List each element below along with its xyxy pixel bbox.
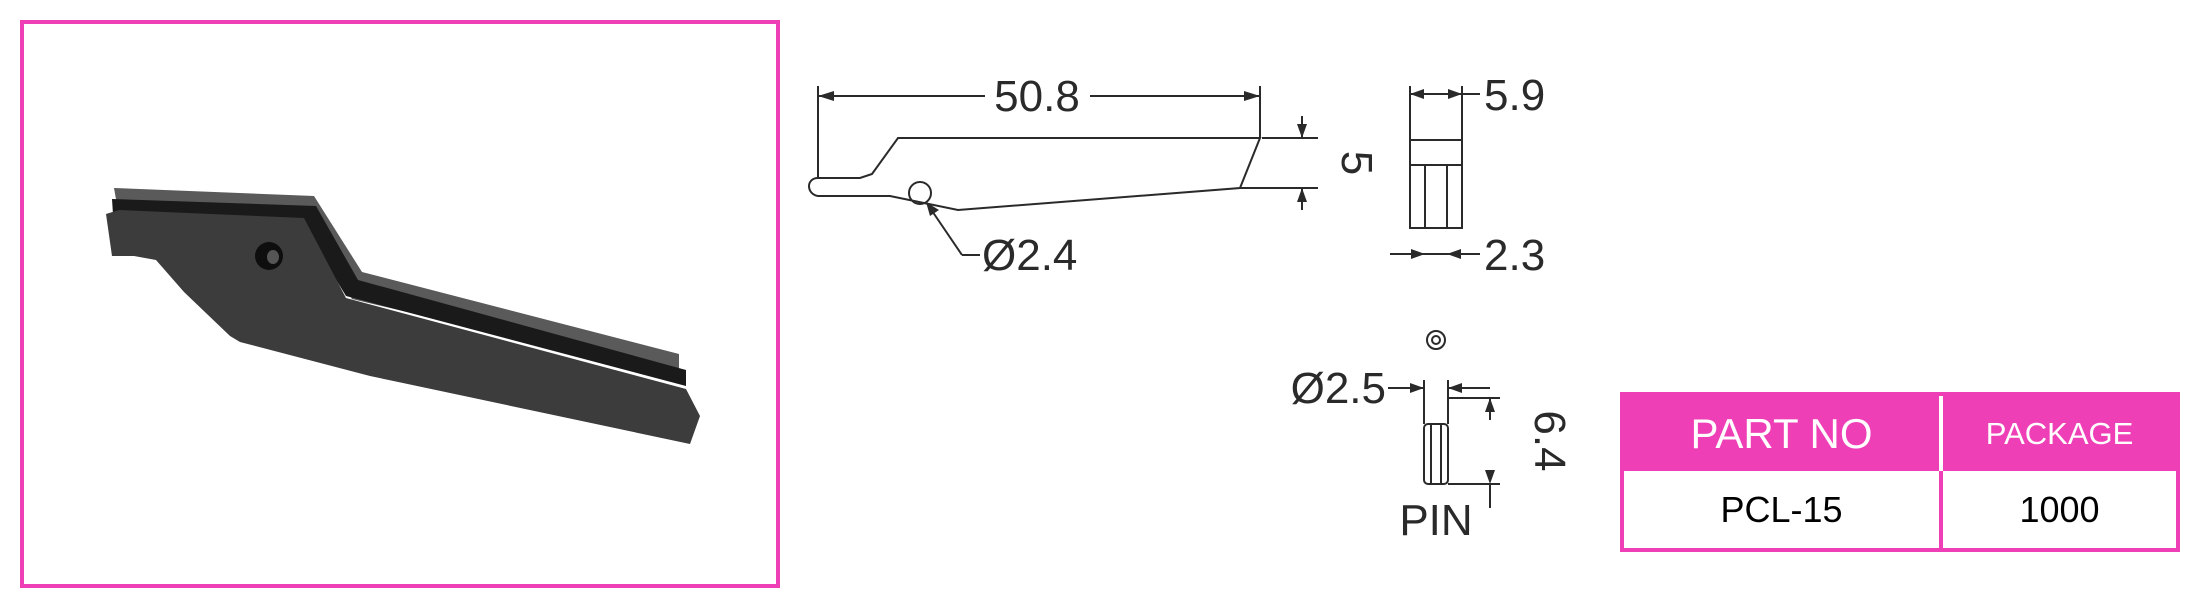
part-body [106,210,700,444]
end-view-outline [1409,139,1463,229]
side-view-outline [808,137,1262,212]
product-photo-frame [20,20,780,588]
pin-diameter-label: Ø2.5 [1291,364,1386,413]
pin-body [1423,423,1449,485]
hole-diameter-label: Ø2.4 [982,231,1077,280]
length-dimension: 50.8 [994,72,1080,121]
part-photo [106,188,700,444]
hole-circle [908,181,932,205]
height-dimension: 5 [1332,151,1381,175]
pin-length-dimension: 6.4 [1525,410,1574,471]
pin-top-view [1426,330,1446,350]
part-no-header: PART NO [1624,396,1943,471]
pin-label: PIN [1399,496,1472,545]
part-no-value: PCL-15 [1624,471,1943,548]
slot-dimension: 2.3 [1484,231,1545,280]
spec-table: PART NO PACKAGE PCL-15 1000 [1620,392,2180,552]
package-value: 1000 [2019,488,2100,530]
package-header: PACKAGE [1943,396,2176,471]
width-dimension: 5.9 [1484,71,1545,120]
